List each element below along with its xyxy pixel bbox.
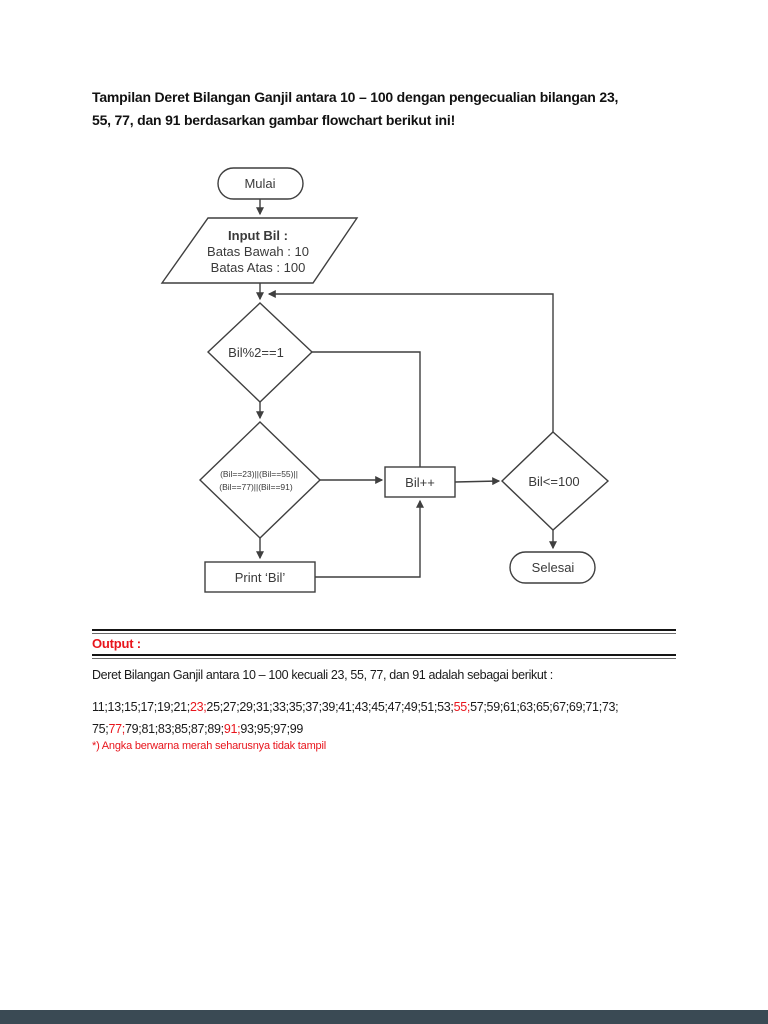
page-title-line1: Tampilan Deret Bilangan Ganjil antara 10… [92,89,619,105]
input-label-line3: Batas Atas : 100 [211,260,306,275]
flowchart-labels: Mulai Input Bil : Batas Bawah : 10 Batas… [207,176,580,585]
print-process-shape [204,561,316,593]
series-segment-red-55: 55; [453,700,471,714]
flowchart-diagram: Mulai Input Bil : Batas Bawah : 10 Batas… [160,167,610,593]
odd-decision-label: Bil%2==1 [228,345,284,360]
series-segment-red-23: 23; [189,700,207,714]
page-title: Tampilan Deret Bilangan Ganjil antara 10… [92,86,692,132]
output-bottom-rule [92,654,676,659]
flowchart-connectors [256,199,557,578]
output-top-rule [92,629,676,634]
number-series-line2: 75;77;79;81;83;85;87;89;91;93;95;97;99 [92,718,702,740]
series-segment: 79;81;83;85;87;89; [124,722,224,736]
series-segment: 11;13;15;17;19;21; [92,700,190,714]
output-description: Deret Bilangan Ganjil antara 10 – 100 ke… [92,668,553,682]
red-numbers-footnote: *) Angka berwarna merah seharusnya tidak… [92,740,326,752]
end-terminator-shape [509,551,596,584]
series-segment: 25;27;29;31;33;35;37;39;41;43;45;47;49;5… [206,700,454,714]
limit-decision-label: Bil<=100 [528,474,579,489]
increment-label: Bil++ [405,475,435,490]
arrow-increment-to-limit-decision [454,477,501,486]
series-segment-red-77: 77; [108,722,125,736]
odd-decision-diamond-shape [206,302,314,403]
series-segment: 75; [92,722,109,736]
page-title-line2: 55, 77, dan 91 berdasarkan gambar flowch… [92,112,456,128]
limit-decision-diamond-shape [500,431,610,531]
input-parallelogram-shape [160,217,359,284]
arrow-loop-back-top [267,290,554,432]
exception-decision-label-line2: (Bil==77)||(Bil==91) [219,482,293,492]
series-segment-red-91: 91; [223,722,241,736]
series-segment: 93;95;97;99 [240,722,304,736]
start-label: Mulai [244,176,275,191]
number-series-line1: 11;13;15;17;19;21;23;25;27;29;31;33;35;3… [92,696,702,718]
viewer-footer-bar [0,1010,768,1024]
start-terminator-shape [217,167,304,200]
input-label-line1: Input Bil : [228,228,288,243]
line-odd-no-branch-to-increment [312,351,421,467]
exception-decision-diamond-shape [198,421,322,539]
exception-decision-label-line1: (Bil==23)||(Bil==55)|| [220,469,298,479]
print-label: Print ‘Bil’ [235,570,286,585]
output-heading: Output : [92,636,141,651]
series-segment: 57;59;61;63;65;67;69;71;73; [470,700,619,714]
input-label-line2: Batas Bawah : 10 [207,244,309,259]
flowchart-shapes [160,167,610,593]
number-series: 11;13;15;17;19;21;23;25;27;29;31;33;35;3… [92,696,702,740]
increment-process-shape [384,466,456,498]
end-label: Selesai [532,560,575,575]
arrow-print-to-increment [315,499,424,578]
